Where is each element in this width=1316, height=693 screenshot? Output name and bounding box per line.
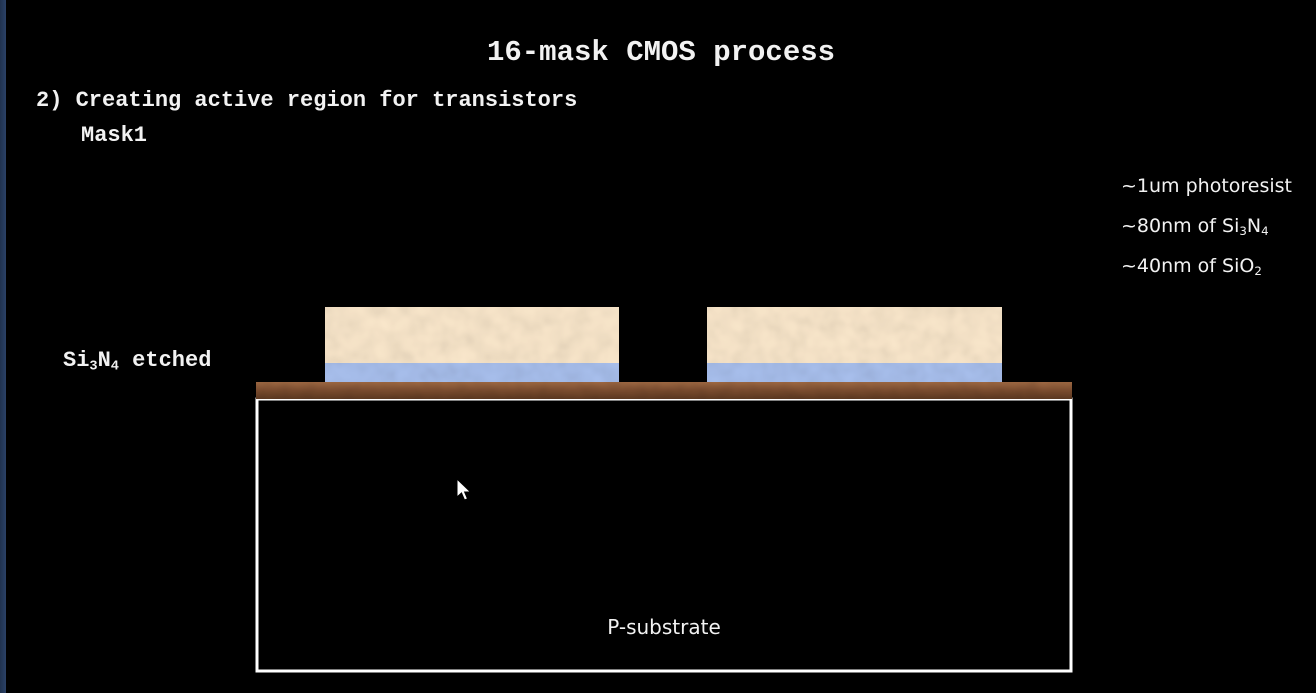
substrate-label: P-substrate xyxy=(607,615,721,639)
photoresist-block-right xyxy=(707,307,1002,363)
legend-oxide: ~40nm of SiO2 xyxy=(1121,255,1262,278)
window-edge xyxy=(0,0,6,693)
legend-photoresist: ~1um photoresist xyxy=(1121,175,1293,197)
nitride-block-left xyxy=(325,362,619,382)
cross-section-diagram xyxy=(255,307,1073,673)
nitride-block-right xyxy=(707,362,1002,382)
slide-canvas: 16-mask CMOS process 2) Creating active … xyxy=(6,0,1316,693)
step-heading: 2) Creating active region for transistor… xyxy=(36,88,578,113)
slide-title: 16-mask CMOS process xyxy=(486,36,836,69)
mask-label: Mask1 xyxy=(81,123,148,148)
oxide-layer xyxy=(256,382,1072,399)
nitride-etched-label: Si3N4 etched xyxy=(63,348,212,375)
mouse-pointer-icon xyxy=(456,478,472,501)
p-substrate xyxy=(255,397,1073,673)
legend-nitride: ~80nm of Si3N4 xyxy=(1121,215,1269,238)
photoresist-block-left xyxy=(325,307,619,363)
